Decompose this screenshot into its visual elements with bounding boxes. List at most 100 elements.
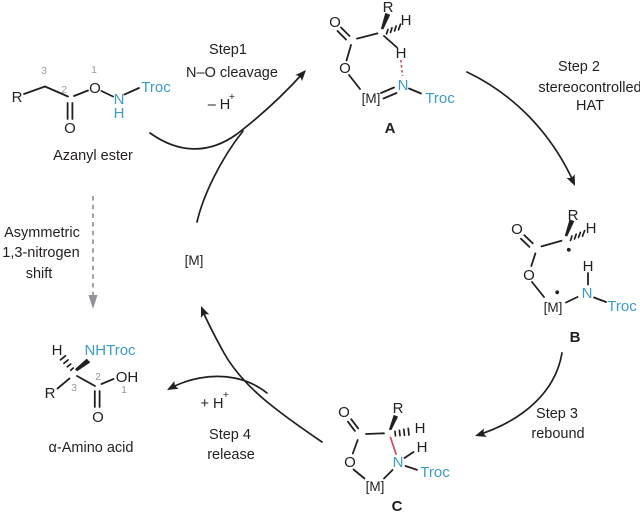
- bond: [44, 85, 69, 98]
- atom-o-carbonyl: O: [92, 409, 104, 426]
- troc-label: Troc: [425, 90, 455, 107]
- side-process-line2: 1,3-nitrogen: [2, 245, 79, 261]
- double-bond-line: [520, 237, 531, 248]
- arrowhead: [200, 306, 210, 318]
- arrowhead: [167, 380, 179, 390]
- arrow-curve: [466, 71, 575, 184]
- bond: [383, 35, 398, 49]
- step3-title: Step 3: [536, 406, 578, 422]
- hash-mark: [59, 354, 67, 361]
- atom-o-carbonyl: O: [329, 14, 341, 31]
- compound-name-azanyl-ester: Azanyl ester: [53, 148, 133, 164]
- step1-change-sup: +: [229, 91, 235, 103]
- atom-o-carbonyl: O: [64, 120, 76, 137]
- step4-title: Step 4: [209, 427, 251, 443]
- intermediate-b: O R H O [M] N H Troc B: [511, 207, 637, 346]
- locant-2: 2: [61, 84, 67, 96]
- hash-mark: [398, 429, 401, 437]
- catalyst-label: [M]: [185, 253, 204, 268]
- wedge-bond: [388, 414, 399, 431]
- hash-mark: [581, 229, 586, 238]
- atom-h-hashed: H: [586, 220, 597, 237]
- dashed-arrowhead: [88, 295, 98, 309]
- side-process-line3: shift: [26, 266, 53, 282]
- step1-change: – H: [208, 97, 231, 113]
- hash-mark: [385, 28, 389, 35]
- bond: [352, 468, 366, 480]
- step1-desc: N–O cleavage: [186, 65, 278, 81]
- locant-2: 2: [95, 371, 101, 383]
- hash-mark: [573, 233, 578, 240]
- hash-mark: [66, 363, 72, 368]
- hash-mark: [397, 23, 402, 31]
- hash-mark: [69, 367, 75, 372]
- radical-dot-carbon: [566, 247, 571, 252]
- atom-o-carbonyl: O: [511, 221, 523, 238]
- hash-mark: [407, 427, 410, 436]
- double-bond-line: [336, 30, 347, 41]
- step2-desc2: HAT: [576, 98, 604, 114]
- double-bond-line: [340, 26, 351, 37]
- atom-h-on-n: H: [114, 105, 125, 122]
- bond: [345, 44, 352, 62]
- hash-mark: [63, 359, 69, 365]
- atom-o-ester: O: [523, 267, 535, 284]
- bond-m-n: [383, 469, 394, 480]
- bond: [351, 439, 359, 455]
- atom-n: N: [393, 454, 404, 471]
- troc-label: Troc: [420, 464, 450, 481]
- compound-name-amino-acid: α-Amino acid: [49, 440, 134, 456]
- bond: [56, 377, 71, 390]
- bond: [23, 85, 46, 95]
- arrow-catalyst-return: [200, 306, 323, 443]
- atom-h-hashed: H: [401, 12, 412, 29]
- locant-1: 1: [91, 64, 97, 76]
- bond: [348, 74, 361, 90]
- radical-dot-metal: [555, 290, 560, 295]
- arrow-curve: [168, 375, 268, 394]
- double-bond-line: [382, 92, 398, 100]
- wedge-bond: [380, 12, 391, 30]
- locant-3: 3: [71, 382, 77, 394]
- formed-c-n-bond: [389, 436, 397, 455]
- metal-label: [M]: [544, 300, 563, 315]
- bond-n-troc: [408, 87, 422, 95]
- bond-n-troc: [593, 296, 607, 303]
- atom-h-on-n: H: [417, 439, 428, 456]
- hash-mark: [402, 428, 406, 437]
- bond: [76, 375, 96, 387]
- arrow-curve: [149, 71, 305, 150]
- double-bond-line: [380, 86, 395, 94]
- wedge-bond: [564, 219, 575, 237]
- azanyl-ester: R 3 2 1 O N H Troc O Azanyl ester: [12, 64, 172, 164]
- locant-3: 3: [41, 65, 47, 77]
- side-process-line1: Asymmetric: [4, 225, 80, 241]
- metal-label: [M]: [362, 91, 381, 106]
- step3-desc: rebound: [531, 426, 584, 442]
- atom-h-on-n: H: [583, 258, 594, 275]
- atom-o-carbonyl: O: [338, 404, 350, 421]
- double-bond-line: [350, 418, 360, 430]
- step3-label: Step 3 rebound: [531, 406, 584, 442]
- arrowhead: [475, 428, 487, 437]
- troc-label: Troc: [141, 79, 171, 96]
- arrow-curve: [201, 308, 323, 443]
- hash-mark: [577, 231, 582, 239]
- hash-mark: [394, 430, 397, 437]
- step4-desc: release: [207, 447, 255, 463]
- arrow-catalyst-feed: [196, 130, 244, 223]
- intermediate-a-letter: A: [385, 120, 396, 137]
- atom-o-ester: O: [89, 80, 101, 97]
- atom-r: R: [393, 400, 404, 417]
- atom-h-hashed: H: [415, 420, 426, 437]
- arrow-curve: [477, 352, 563, 436]
- arrow-step3: [475, 352, 563, 437]
- bond: [531, 281, 545, 298]
- arrow-step4-release: [167, 375, 268, 394]
- hash-mark: [389, 26, 393, 34]
- bond: [73, 89, 89, 97]
- intermediate-a: O R H H O [M] N Troc A: [329, 0, 455, 137]
- atom-h-transfer: H: [396, 45, 407, 62]
